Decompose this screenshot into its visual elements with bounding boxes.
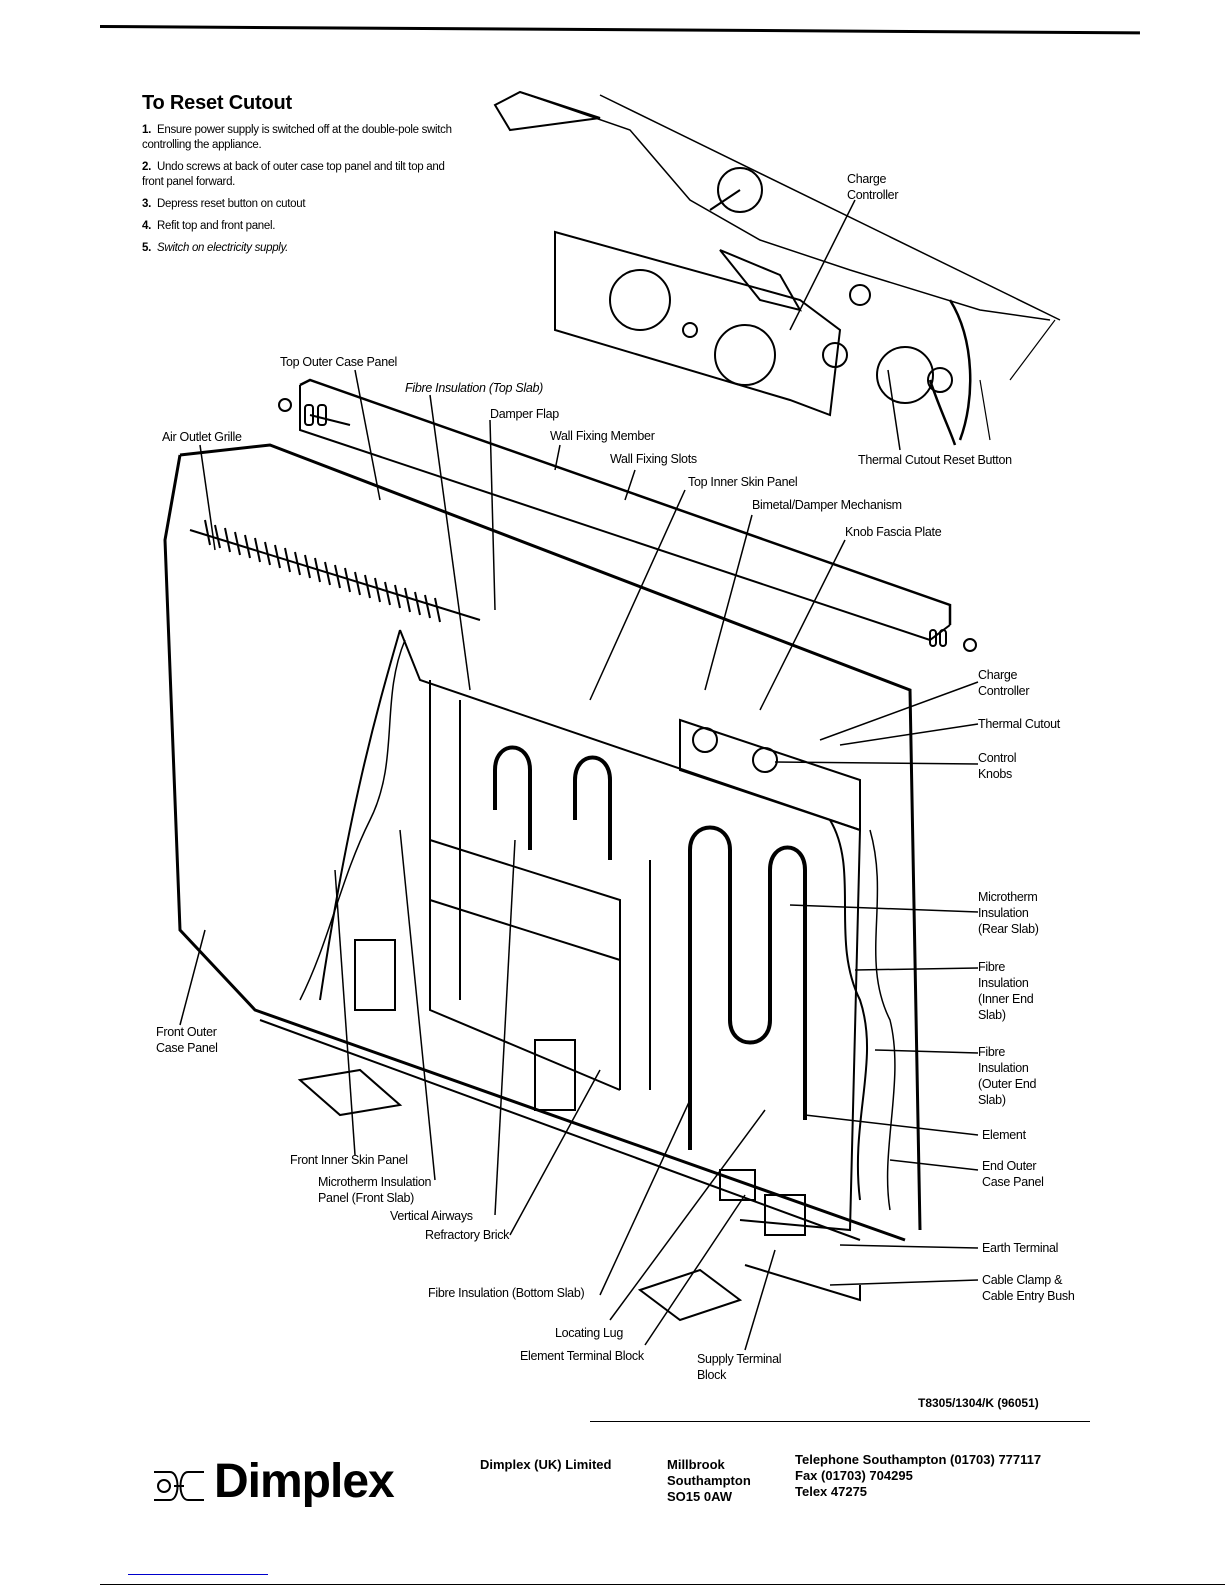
label-inset-charge-controller: Charge Controller <box>847 172 899 202</box>
document-reference: T8305/1304/K (96051) <box>918 1396 1039 1410</box>
dimplex-logo: Dimplex <box>150 1455 395 1508</box>
brand-name: Dimplex <box>214 1455 395 1508</box>
label-locating-lug: Locating Lug <box>555 1326 623 1340</box>
telephone: Telephone Southampton (01703) 777117 <box>795 1452 1042 1467</box>
label-knob-fascia-plate: Knob Fascia Plate <box>845 525 942 539</box>
label-inset-thermal-cutout-reset-button: Thermal Cutout Reset Button <box>858 453 1012 467</box>
step-3: 3.Depress reset button on cutout <box>142 198 306 210</box>
address-line-3: SO15 0AW <box>667 1489 733 1504</box>
label-earth-terminal: Earth Terminal <box>982 1241 1059 1255</box>
label-microtherm-rear-slab: Microtherm Insulation (Rear Slab) <box>978 890 1039 936</box>
inset-control-assembly <box>493 90 1061 446</box>
step-5: 5.Switch on electricity supply. <box>142 242 289 254</box>
label-cable-clamp: Cable Clamp & Cable Entry Bush <box>982 1273 1075 1303</box>
company-name: Dimplex (UK) Limited <box>480 1457 612 1472</box>
address-line-1: Millbrook <box>667 1457 725 1472</box>
label-wall-fixing-member: Wall Fixing Member <box>550 429 655 443</box>
fax: Fax (01703) 704295 <box>795 1468 913 1483</box>
leader-inset-reset-button <box>887 369 901 451</box>
label-air-outlet-grille: Air Outlet Grille <box>162 430 242 444</box>
label-fibre-insulation-top-slab: Fibre Insulation (Top Slab) <box>405 381 544 395</box>
label-top-inner-skin-panel: Top Inner Skin Panel <box>688 475 798 489</box>
reset-instructions: To Reset Cutout 1.Ensure power supply is… <box>142 92 462 263</box>
top-panel <box>278 378 977 652</box>
label-front-outer-case-panel: Front Outer Case Panel <box>156 1025 218 1055</box>
bottom-rule <box>590 1421 1090 1422</box>
label-thermal-cutout: Thermal Cutout <box>978 717 1060 731</box>
dimplex-logo-mark-icon <box>154 1471 204 1501</box>
label-fibre-inner-end-slab: Fibre Insulation (Inner End Slab) <box>978 960 1034 1022</box>
label-fibre-bottom-slab: Fibre Insulation (Bottom Slab) <box>428 1286 585 1300</box>
step-2: 2.Undo screws at back of outer case top … <box>142 161 445 188</box>
label-control-knobs: Control Knobs <box>978 751 1017 781</box>
heater-body <box>163 443 922 1322</box>
label-damper-flap: Damper Flap <box>490 407 559 421</box>
label-supply-terminal-block: Supply Terminal Block <box>697 1352 782 1382</box>
contact-details: Telephone Southampton (01703) 777117 Fax… <box>795 1452 1041 1500</box>
instructions-steps: 1.Ensure power supply is switched off at… <box>142 123 462 256</box>
address-line-2: Southampton <box>667 1473 751 1488</box>
telex: Telex 47275 <box>795 1484 868 1499</box>
leader-inset-charge-controller <box>789 199 856 331</box>
label-fibre-outer-end-slab: Fibre Insulation (Outer End Slab) <box>978 1045 1037 1107</box>
label-refractory-brick: Refractory Brick <box>425 1228 510 1242</box>
label-vertical-airways: Vertical Airways <box>390 1209 473 1223</box>
instructions-title: To Reset Cutout <box>142 92 292 114</box>
label-element-terminal-block: Element Terminal Block <box>520 1349 644 1363</box>
label-wall-fixing-slots: Wall Fixing Slots <box>610 452 697 466</box>
address: Millbrook Southampton SO15 0AW <box>667 1457 751 1505</box>
footer-link-underline[interactable] <box>128 1574 268 1575</box>
label-charge-controller: Charge Controller <box>978 668 1030 698</box>
label-front-inner-skin-panel: Front Inner Skin Panel <box>290 1153 408 1167</box>
label-bimetal-damper-mechanism: Bimetal/Damper Mechanism <box>752 498 902 512</box>
step-1: 1.Ensure power supply is switched off at… <box>142 124 452 151</box>
label-top-outer-case-panel: Top Outer Case Panel <box>280 355 397 369</box>
leader-lines <box>179 369 979 1351</box>
step-4: 4.Refit top and front panel. <box>142 220 276 232</box>
label-end-outer-case-panel: End Outer Case Panel <box>982 1159 1044 1189</box>
label-element: Element <box>982 1128 1026 1142</box>
label-microtherm-front-slab: Microtherm Insulation Panel (Front Slab) <box>318 1175 432 1205</box>
